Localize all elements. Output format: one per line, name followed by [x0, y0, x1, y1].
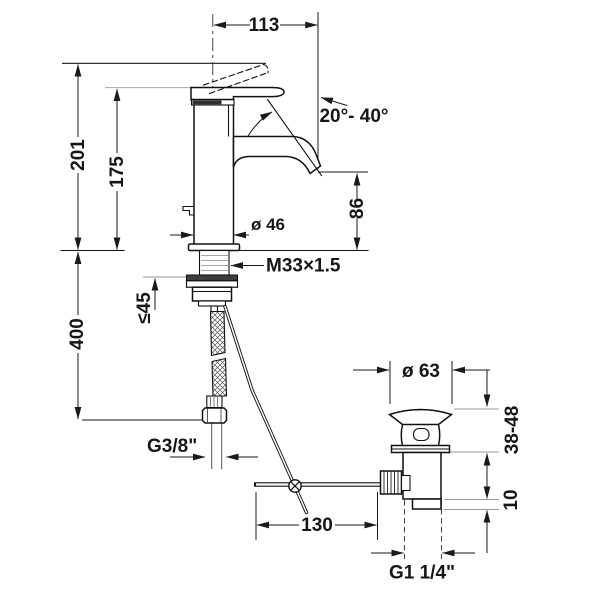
mounting-thread-shank — [198, 249, 230, 276]
extension-lines — [60, 12, 499, 559]
dim-overall-height: 201 — [68, 139, 89, 171]
supply-hose-upper — [209, 310, 226, 357]
mounting-nut — [191, 286, 233, 302]
faucet-body — [193, 103, 235, 246]
pop-up-linkage — [223, 304, 382, 515]
washer-top — [186, 274, 238, 282]
handle-swivel-arc — [247, 111, 273, 137]
dim-waste-flange-diameter: ø 63 — [402, 361, 440, 382]
dimension-lines — [74, 21, 491, 557]
dim-rod-offset: 130 — [301, 515, 333, 536]
dim-waste-thread: G1 1/4" — [389, 563, 455, 584]
dim-basin-thickness: 38-48 — [502, 406, 523, 455]
washer-bottom — [185, 280, 239, 288]
faucet-handle — [190, 86, 285, 101]
waste-bottom-ring — [411, 498, 442, 510]
dim-outlet-height: 86 — [347, 198, 368, 219]
dim-hose-length: 400 — [67, 318, 88, 350]
dim-mounting-thread: M33×1.5 — [266, 256, 341, 277]
dim-max-mounting-thickness: ≤45 — [134, 292, 155, 324]
dimension-labels: 113 20°- 40° 201 175 ø 46 86 M33×1.5 ≤45… — [67, 15, 523, 584]
dim-waste-ring-height: 10 — [501, 489, 522, 510]
handle-angle-indicator — [266, 98, 323, 177]
dim-handle-angle: 20°- 40° — [319, 106, 388, 127]
base-plate — [187, 243, 241, 252]
faucet-outline — [182, 63, 323, 252]
pull-rod-knob — [182, 205, 195, 216]
waste-overflow-slot — [412, 427, 430, 442]
pop-up-waste — [379, 408, 454, 510]
dim-spout-reach: 113 — [249, 15, 280, 36]
supply-hose-nut — [201, 407, 228, 424]
dim-body-height: 175 — [107, 156, 128, 188]
faucet-spout — [232, 135, 322, 175]
mounting-hardware — [185, 249, 239, 424]
handle-raised-position — [202, 63, 269, 95]
supply-hose-lower — [211, 357, 228, 397]
dim-supply-connection: G3/8" — [147, 436, 197, 457]
dim-body-diameter: ø 46 — [251, 215, 285, 234]
